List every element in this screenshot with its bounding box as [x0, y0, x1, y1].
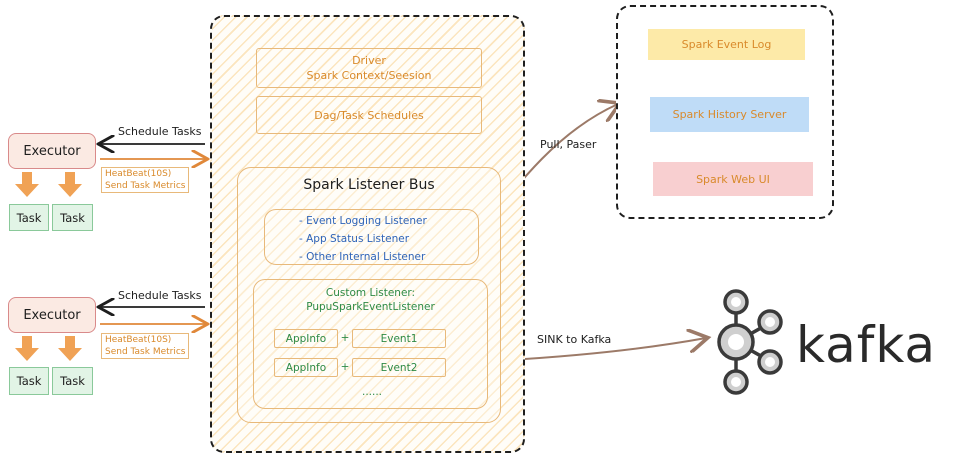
listener-bus-title: Spark Listener Bus — [303, 177, 435, 193]
appinfo-box-2: AppInfo — [274, 358, 338, 377]
spark-context-label: Spark Context/Seesion — [306, 69, 432, 82]
kafka-logo-icon — [717, 289, 783, 395]
task-label: Task — [60, 374, 85, 388]
custom-listener-class: PupuSparkEventListener — [306, 301, 435, 313]
driver-context-box: Driver Spark Context/Seesion — [256, 48, 482, 88]
executor-label: Executor — [23, 307, 81, 323]
driver-panel — [210, 15, 525, 453]
plus-sign: + — [340, 361, 350, 373]
event2-label: Event2 — [380, 361, 418, 374]
dag-task-box: Dag/Task Schedules — [256, 96, 482, 134]
heartbeat-text: HeatBeat(10S) — [105, 169, 172, 179]
event2-box: Event2 — [352, 358, 446, 377]
appinfo-label: AppInfo — [285, 332, 327, 345]
spark-event-log-label: Spark Event Log — [681, 38, 772, 51]
spark-history-server-box: Spark History Server — [650, 97, 809, 132]
schedule-tasks-label-1: Schedule Tasks — [118, 125, 202, 138]
task-box: Task — [9, 367, 49, 395]
task-label: Task — [60, 210, 85, 225]
app-status-listener: - App Status Listener — [299, 233, 410, 245]
pull-paser-label: Pull, Paser — [540, 138, 597, 151]
executor-box-2: Executor — [8, 297, 96, 333]
heartbeat-metrics-label-2: HeatBeat(10S) Send Task Metrics — [101, 333, 190, 359]
task-box: Task — [9, 204, 49, 231]
plus-sign: + — [340, 332, 350, 344]
task-label: Task — [16, 210, 42, 225]
task-label: Task — [16, 374, 42, 388]
sink-kafka-label: SINK to Kafka — [537, 333, 612, 346]
event-logging-listener: - Event Logging Listener — [299, 215, 427, 227]
metrics-text: Send Task Metrics — [105, 181, 186, 191]
driver-title: Driver — [352, 54, 386, 67]
schedule-tasks-label-2: Schedule Tasks — [118, 289, 202, 302]
metrics-text: Send Task Metrics — [105, 347, 186, 357]
kafka-wordmark: kafka — [796, 316, 937, 374]
executor-box-1: Executor — [8, 133, 96, 169]
event1-box: Event1 — [352, 329, 446, 348]
dag-task-label: Dag/Task Schedules — [314, 108, 424, 122]
executor-label: Executor — [23, 143, 81, 159]
custom-listener-title: Custom Listener: PupuSparkEventListener — [253, 286, 488, 314]
task-arrows — [15, 172, 82, 361]
internal-listeners-box: - Event Logging Listener - App Status Li… — [264, 209, 479, 265]
spark-web-ui-label: Spark Web UI — [696, 172, 770, 186]
other-internal-listener: - Other Internal Listener — [299, 251, 426, 263]
appinfo-box-1: AppInfo — [274, 329, 338, 348]
spark-history-server-label: Spark History Server — [672, 108, 787, 121]
ellipsis-label: ...... — [361, 386, 383, 398]
task-box: Task — [52, 204, 93, 231]
heartbeat-metrics-label-1: HeatBeat(10S) Send Task Metrics — [101, 167, 190, 193]
event1-label: Event1 — [380, 332, 418, 345]
task-box: Task — [52, 367, 93, 395]
heartbeat-text: HeatBeat(10S) — [105, 335, 172, 345]
spark-web-ui-box: Spark Web UI — [653, 162, 813, 196]
custom-listener-box — [253, 279, 488, 409]
spark-event-log-box: Spark Event Log — [648, 29, 805, 60]
custom-listener-label: Custom Listener: — [325, 287, 416, 299]
appinfo-label: AppInfo — [285, 361, 327, 374]
